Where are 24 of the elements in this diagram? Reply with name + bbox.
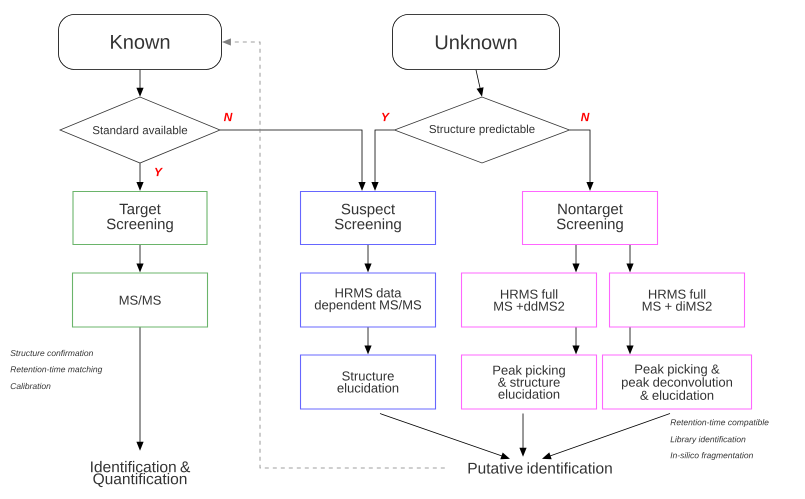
process-box: HRMS full MS +ddMS2 xyxy=(460,272,598,328)
process-box: MS/MS xyxy=(72,272,208,328)
outcome-text: Putative identification xyxy=(468,462,612,474)
process-box: Nontarget Screening xyxy=(522,190,658,246)
note-text: Structure confirmation xyxy=(10,350,93,356)
process-box: Target Screening xyxy=(72,190,208,246)
note-text: Retention-time compatible xyxy=(670,419,769,427)
process-box: Suspect Screening xyxy=(300,190,436,246)
process-box: Structure elucidation xyxy=(300,354,436,410)
start-terminal: Known xyxy=(58,14,222,70)
edge-label: N xyxy=(222,112,234,122)
note-text: Retention-time matching xyxy=(10,366,102,374)
process-box: HRMS data dependent MS/MS xyxy=(300,272,436,328)
note-text: Calibration xyxy=(10,382,50,390)
start-terminal: Unknown xyxy=(392,14,560,70)
edge-label: Y xyxy=(380,112,390,122)
edge-label: Y xyxy=(153,166,163,178)
process-box: Peak picking & structure elucidation xyxy=(460,354,598,410)
edge-label: N xyxy=(580,112,590,122)
process-box: Peak picking & peak deconvolution & elucidation xyxy=(602,354,752,410)
note-text: Library identification xyxy=(670,436,746,444)
note-text: In-silico fragmentation xyxy=(670,452,753,460)
process-box: HRMS full MS + diMS2 xyxy=(608,272,746,328)
outcome-text: Identification & Quantification xyxy=(91,460,190,488)
